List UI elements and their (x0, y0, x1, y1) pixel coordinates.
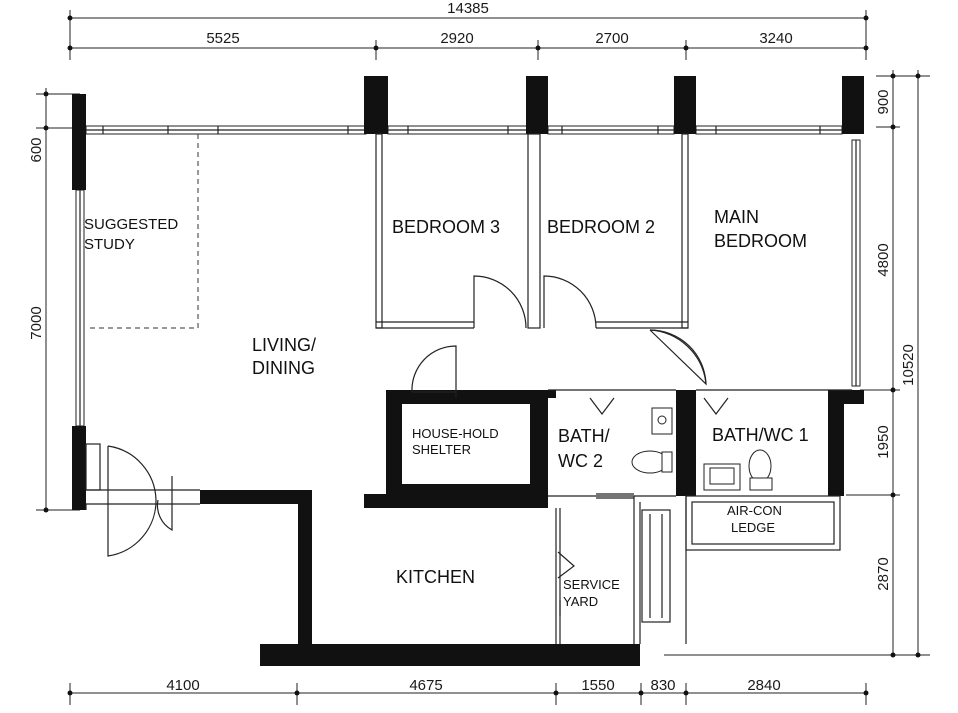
label-bedroom-2: BEDROOM 2 (547, 217, 655, 237)
dim-right-overall: 10520 (900, 344, 917, 386)
dim-left-2: 7000 (28, 306, 45, 339)
dim-right-2: 4800 (875, 243, 892, 276)
label-aircon-ledge-1: AIR-CON (727, 503, 782, 518)
structural-walls (72, 76, 864, 666)
dim-right-1: 900 (875, 89, 892, 114)
partitions (85, 133, 852, 644)
dim-right-4: 2870 (875, 557, 892, 590)
dim-top-overall: 14385 (447, 0, 489, 17)
doors (85, 275, 729, 616)
label-living-dining-2: DINING (252, 358, 315, 378)
label-suggested-study-2: STUDY (84, 236, 135, 253)
label-aircon-ledge-2: LEDGE (731, 520, 775, 535)
label-bath-wc2-2: WC 2 (558, 451, 603, 471)
dim-right-3: 1950 (875, 425, 892, 458)
label-household-shelter-1: HOUSE-HOLD (412, 426, 499, 441)
fixtures (596, 407, 773, 499)
room-labels: SUGGESTED STUDY BEDROOM 3 BEDROOM 2 MAIN… (84, 207, 809, 609)
right-dimensions: 900 4800 1950 2870 10520 (664, 70, 930, 658)
dim-top-1: 5525 (206, 30, 239, 47)
dim-bottom-3: 1550 (581, 677, 614, 694)
label-kitchen: KITCHEN (396, 567, 475, 587)
label-living-dining-1: LIVING/ (252, 335, 316, 355)
dim-bottom-5: 2840 (747, 677, 780, 694)
label-bath-wc1: BATH/WC 1 (712, 425, 809, 445)
dim-bottom-4: 830 (650, 677, 675, 694)
label-main-bedroom-1: MAIN (714, 207, 759, 227)
dim-bottom-2: 4675 (409, 677, 442, 694)
label-suggested-study-1: SUGGESTED (84, 216, 178, 233)
top-dimensions: 14385 5525 2920 2700 3240 (67, 0, 869, 60)
study-outline (86, 134, 199, 329)
dim-top-2: 2920 (440, 30, 473, 47)
top-windows (75, 125, 861, 427)
dim-left-1: 600 (28, 137, 45, 162)
label-bath-wc2-1: BATH/ (558, 426, 610, 446)
label-household-shelter-2: SHELTER (412, 442, 471, 457)
bottom-dimensions: 4100 4675 1550 830 2840 (67, 677, 869, 705)
dim-bottom-1: 4100 (166, 677, 199, 694)
label-main-bedroom-2: BEDROOM (714, 231, 807, 251)
label-service-yard-1: SERVICE (563, 577, 620, 592)
label-service-yard-2: YARD (563, 594, 598, 609)
left-dimensions: 600 7000 (28, 88, 80, 513)
dim-top-4: 3240 (759, 30, 792, 47)
dim-top-3: 2700 (595, 30, 628, 47)
label-bedroom-3: BEDROOM 3 (392, 217, 500, 237)
